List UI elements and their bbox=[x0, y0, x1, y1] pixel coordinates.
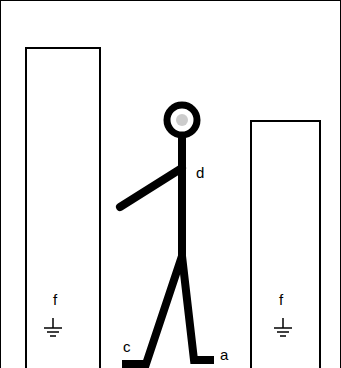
grounded-plate: f bbox=[25, 47, 101, 368]
node-label: f bbox=[279, 292, 283, 307]
callout-letter: d bbox=[196, 165, 204, 180]
stick-figure bbox=[120, 105, 214, 364]
node-label: f bbox=[53, 292, 57, 307]
ground-symbol bbox=[274, 318, 292, 336]
callout-letter: c bbox=[123, 339, 131, 354]
ground-symbol bbox=[44, 318, 62, 336]
grounded-plate: f bbox=[250, 120, 321, 368]
callout-letter: a bbox=[220, 347, 228, 362]
